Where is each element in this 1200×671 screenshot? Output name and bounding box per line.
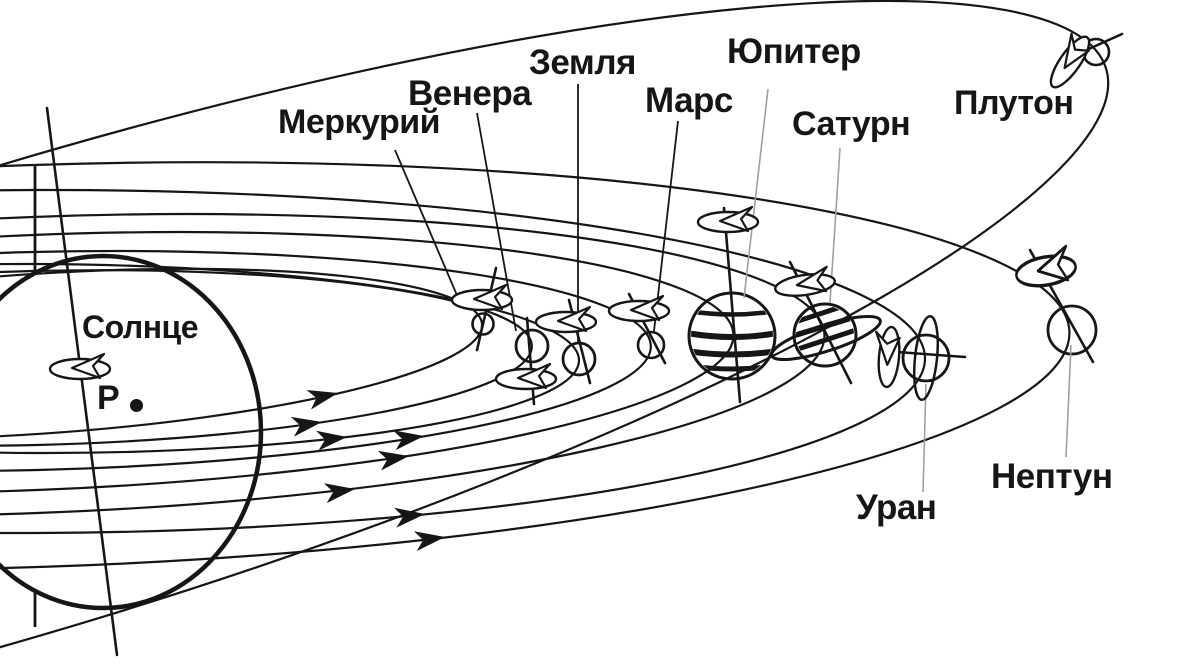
mars-rotation-ring-icon	[607, 294, 671, 323]
uranus-ring	[912, 314, 940, 402]
label-earth: Земля	[529, 43, 636, 82]
leader-uranus	[922, 383, 927, 493]
orbit-earth	[0, 262, 581, 455]
earth-rotation-ring-icon	[534, 305, 598, 334]
orbit-arrow-neptune-icon	[413, 527, 447, 552]
sun-axis	[45, 106, 119, 657]
sun-body	[0, 253, 264, 611]
orbit-uranus	[0, 188, 927, 535]
orbit-neptune	[0, 161, 1071, 571]
uranus-rotation-ring-icon	[870, 324, 903, 389]
orbit-saturn	[0, 212, 826, 518]
sun-pole-dot	[130, 399, 143, 412]
leader-jupiter	[743, 88, 769, 299]
saturn-rotation-ring-icon	[772, 264, 838, 301]
leader-mercury	[394, 149, 460, 301]
orbit-mars	[0, 249, 652, 473]
saturn-ring	[770, 314, 882, 362]
label-pluto: Плутон	[954, 84, 1074, 122]
label-venus: Венера	[408, 74, 532, 113]
label-mercury: Меркурий	[278, 103, 441, 141]
orbit-pluto	[0, 0, 1110, 671]
planet-neptune	[1046, 304, 1098, 356]
neptune-rotation-ring-icon	[1011, 243, 1080, 292]
jupiter-rotation-ring-icon	[696, 205, 760, 234]
label-saturn: Сатурн	[792, 105, 911, 143]
label-neptune: Нептун	[991, 457, 1113, 496]
orbital-direction-arrows	[290, 383, 447, 552]
label-mars: Марс	[645, 81, 733, 120]
label-uranus: Уран	[856, 488, 937, 527]
orbit-arrow-mercury-icon	[306, 383, 341, 410]
orbit-arrow-jupiter-icon	[377, 446, 411, 471]
leader-neptune	[1065, 344, 1072, 458]
leader-mars	[653, 120, 679, 332]
sun-label: Солнце	[82, 309, 198, 345]
mercury-rotation-ring-icon	[450, 283, 514, 312]
sun-pole-label: Р	[97, 379, 120, 417]
uranus-axis	[895, 350, 967, 359]
label-jupiter: Юпитер	[727, 32, 861, 71]
venus-rotation-ring-icon	[494, 362, 558, 391]
orbit-venus	[0, 269, 533, 447]
